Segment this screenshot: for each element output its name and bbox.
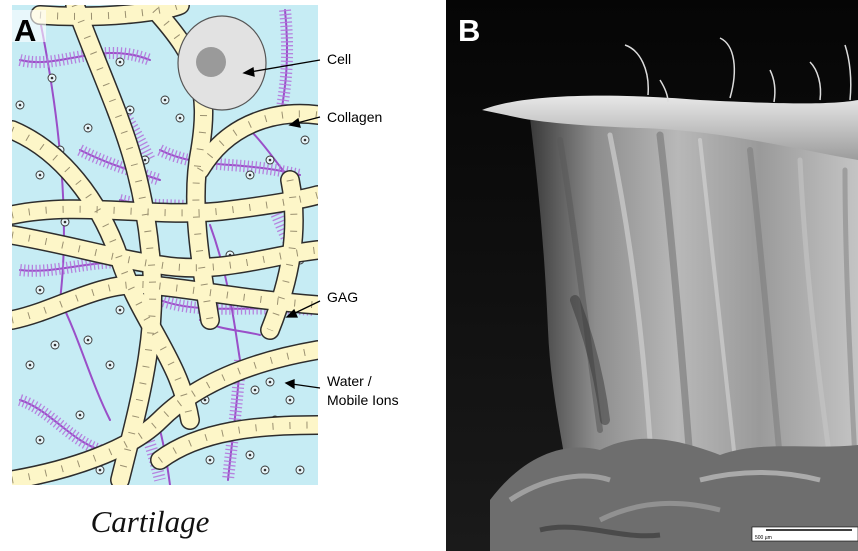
ion-dot-center — [254, 389, 257, 392]
ion-dot-center — [269, 159, 272, 162]
label-water-line2: Mobile Ions — [327, 392, 399, 408]
ion-dot-center — [87, 127, 90, 130]
label-cell: Cell — [327, 51, 351, 67]
ion-dot-center — [164, 99, 167, 102]
ion-dot-center — [39, 439, 42, 442]
ion-dot-center — [304, 139, 307, 142]
ion-dot-center — [144, 159, 147, 162]
ion-dot-center — [264, 469, 267, 472]
ion-dot-center — [54, 344, 57, 347]
panel-b-sem-image: 500 µm B — [446, 0, 858, 551]
ion-dot-center — [29, 364, 32, 367]
ion-dot-center — [269, 381, 272, 384]
panel-a-letter: A — [14, 13, 36, 48]
panel-a-caption: Cartilage — [91, 504, 210, 539]
cell-nucleus — [196, 47, 226, 77]
ion-dot-center — [109, 364, 112, 367]
ion-dot-center — [39, 174, 42, 177]
ion-dot-center — [204, 399, 207, 402]
ion-dot-center — [179, 117, 182, 120]
label-water-line1: Water / — [327, 373, 372, 389]
ion-dot-center — [249, 454, 252, 457]
panel-b-letter: B — [458, 13, 480, 48]
ion-dot-center — [64, 221, 67, 224]
ion-dot-center — [249, 174, 252, 177]
label-gag: GAG — [327, 289, 358, 305]
ion-dot-center — [119, 61, 122, 64]
ion-dot-center — [79, 414, 82, 417]
ion-dot-center — [19, 104, 22, 107]
ion-dot-center — [51, 77, 54, 80]
ion-dot-center — [129, 109, 132, 112]
ion-dot-center — [39, 289, 42, 292]
ion-dot-center — [289, 399, 292, 402]
ion-dot-center — [119, 309, 122, 312]
scale-bar-text: 500 µm — [755, 535, 772, 541]
ion-dot-center — [87, 339, 90, 342]
ion-dot-center — [209, 459, 212, 462]
panel-a-diagram: A Cartilage Cell Collagen GAG Water / Mo… — [12, 5, 399, 539]
ion-dot-center — [299, 469, 302, 472]
label-collagen: Collagen — [327, 109, 382, 125]
ion-dot-center — [99, 469, 102, 472]
